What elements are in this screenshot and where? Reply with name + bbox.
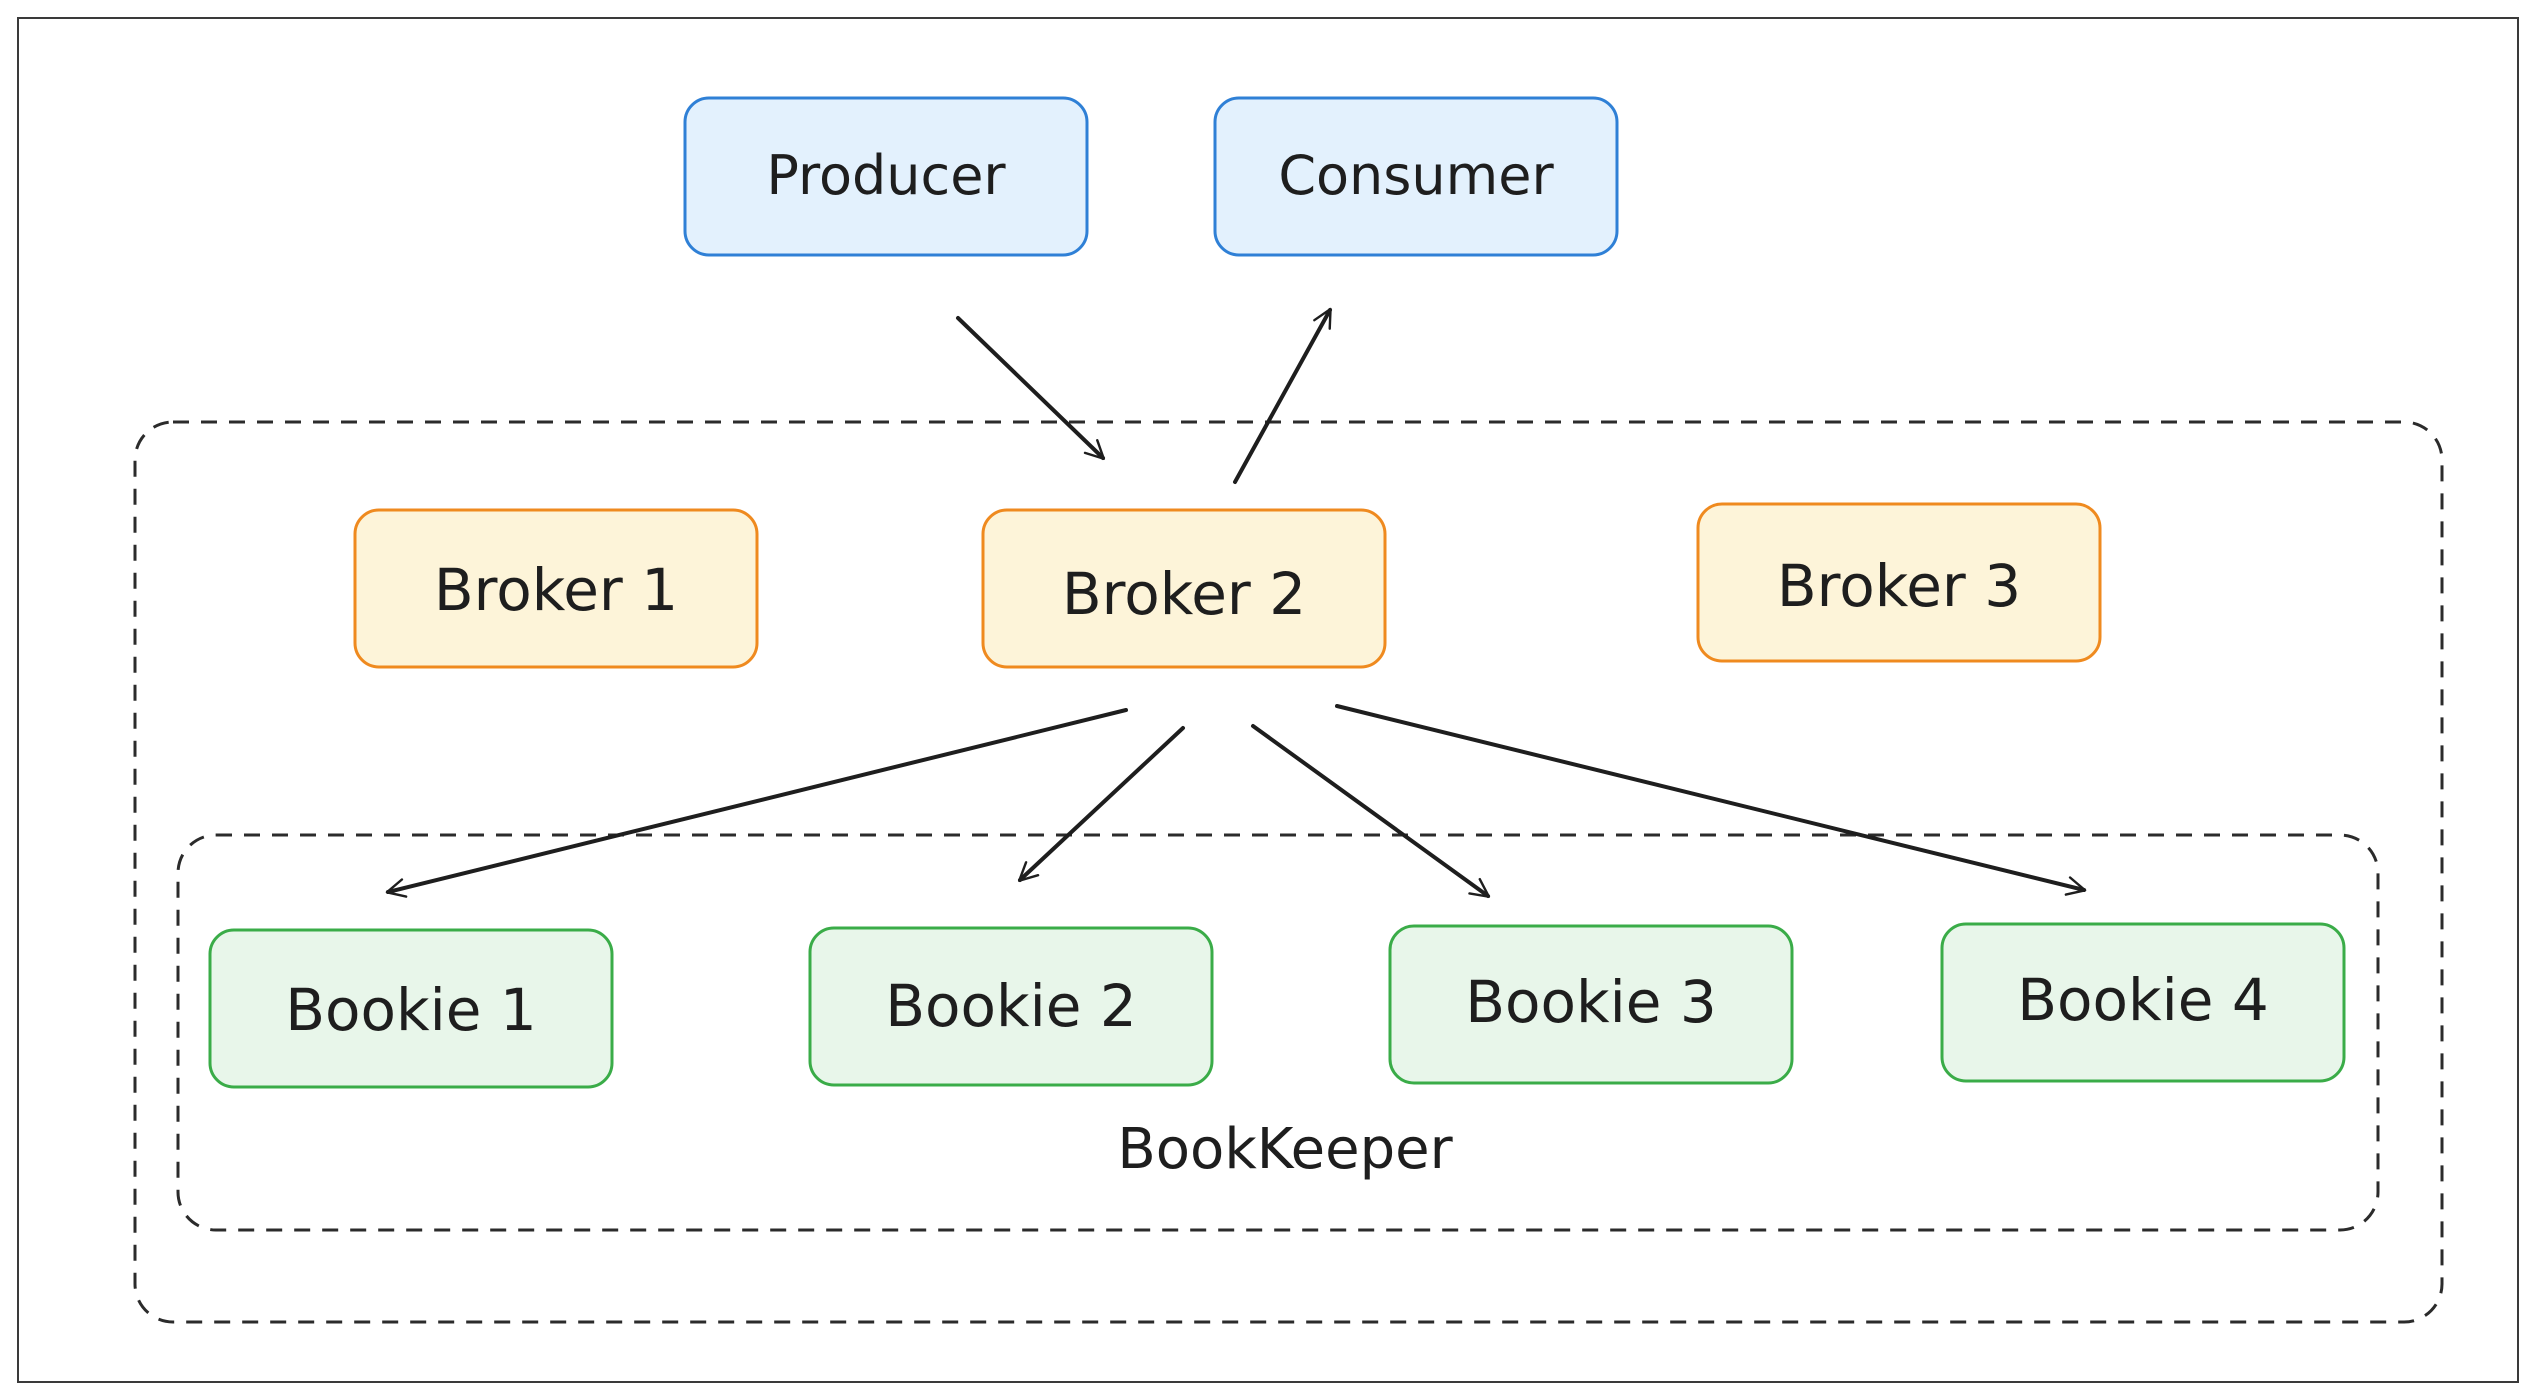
broker-label: Broker 1 [434,556,678,624]
broker-label: Broker 3 [1777,552,2021,620]
arrow-broker-2-to-bookie-4 [1335,704,2087,896]
bookie-label: Bookie 4 [2017,966,2268,1034]
broker-node[interactable]: Broker 3 [1696,502,2102,663]
bookie-node[interactable]: Bookie 4 [1940,922,2346,1083]
bookie-node[interactable]: Bookie 3 [1388,924,1794,1085]
bookkeeper-container [176,833,2380,1232]
bookie-node[interactable]: Bookie 1 [208,928,614,1089]
broker-node[interactable]: Broker 1 [353,508,759,669]
cluster-container [133,420,2444,1324]
consumer-node[interactable]: Consumer [1213,96,1619,257]
bookie-node[interactable]: Bookie 2 [808,926,1214,1087]
broker-label: Broker 2 [1062,560,1306,628]
arrow-producer-to-broker-2 [956,316,1106,460]
broker-node[interactable]: Broker 2 [981,508,1387,669]
arrow-broker-2-to-consumer [1233,307,1332,484]
consumer-label: Consumer [1278,144,1554,207]
arrow-broker-2-to-bookie-1 [385,708,1128,898]
arrow-broker-2-to-bookie-3 [1251,724,1491,898]
bookie-label: Bookie 1 [285,976,536,1044]
bookkeeper-label: BookKeeper [1117,1117,1453,1182]
bookie-label: Bookie 3 [1465,968,1716,1036]
producer-label: Producer [766,144,1006,207]
arrow-broker-2-to-bookie-2 [1017,726,1185,882]
producer-node[interactable]: Producer [683,96,1089,257]
bookie-label: Bookie 2 [885,972,1136,1040]
